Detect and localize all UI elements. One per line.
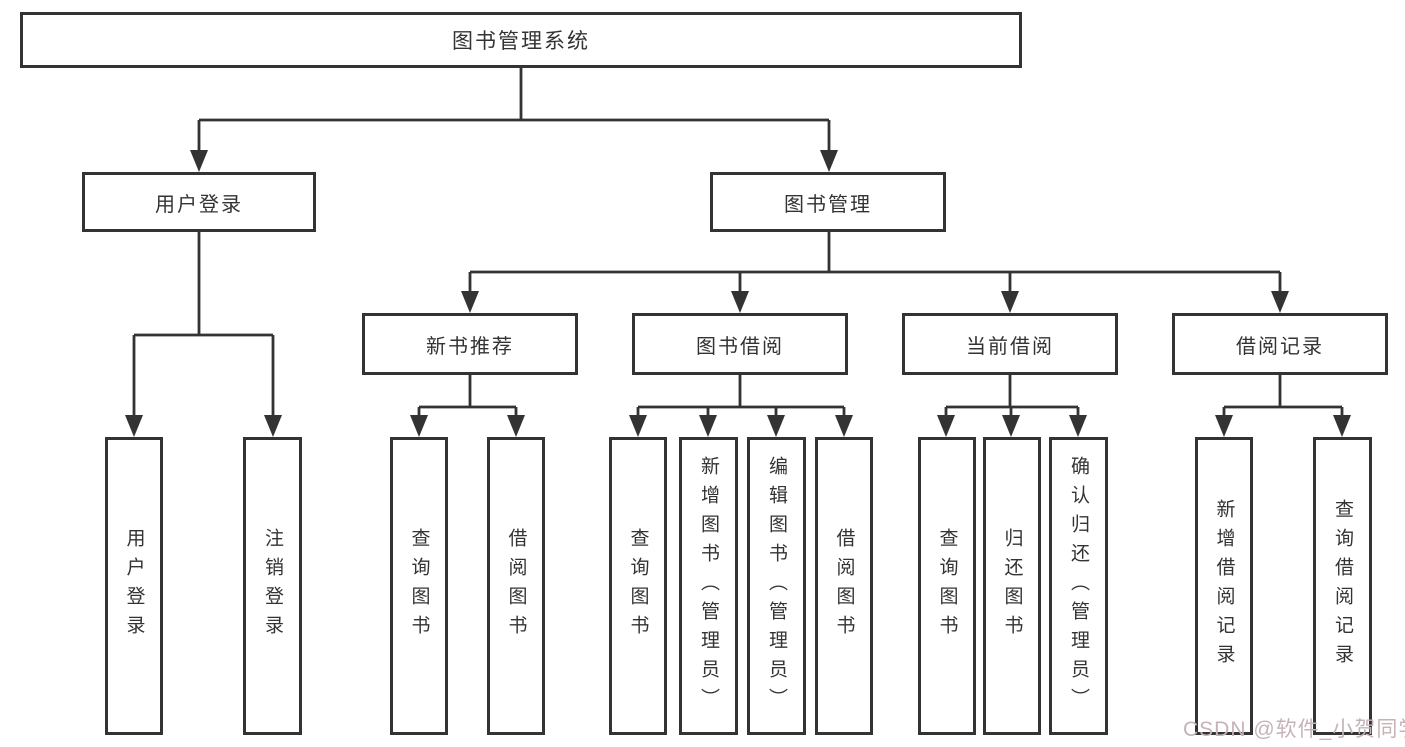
node-label: 确认归还（管理员） — [1068, 455, 1089, 717]
node-label: 用户登录 — [155, 193, 243, 216]
leaf-edit-book-admin: 编辑图书（管理员） — [747, 437, 806, 735]
node-book-borrow: 图书借阅 — [632, 313, 848, 375]
node-user-login: 用户登录 — [82, 172, 316, 232]
leaf-add-book-admin: 新增图书（管理员） — [679, 437, 738, 735]
csdn-watermark: CSDN @软件_小贺同学 — [1183, 718, 1405, 741]
node-label: 当前借阅 — [966, 335, 1054, 358]
node-library-management-system: 图书管理系统 — [20, 12, 1022, 68]
node-label: 注销登录 — [262, 528, 283, 644]
node-label: 借阅图书 — [505, 528, 527, 644]
leaf-borrow-books: 借阅图书 — [815, 437, 873, 735]
leaf-query-books-recommend: 查询图书 — [390, 437, 448, 735]
node-label: 查询借阅记录 — [1332, 499, 1353, 673]
node-label: 查询图书 — [936, 528, 958, 644]
node-label: 新书推荐 — [426, 335, 514, 358]
node-label: 编辑图书（管理员） — [766, 455, 787, 717]
node-borrow-records: 借阅记录 — [1172, 313, 1388, 375]
node-label: 新增借阅记录 — [1213, 499, 1235, 673]
node-label: 借阅图书 — [833, 528, 855, 644]
node-label: 用户登录 — [123, 528, 145, 644]
node-label: 图书借阅 — [696, 335, 784, 358]
arrowheads — [125, 150, 1351, 437]
node-current-borrow: 当前借阅 — [902, 313, 1118, 375]
leaf-logout: 注销登录 — [243, 437, 302, 735]
node-label: 新增图书（管理员） — [698, 455, 719, 717]
node-label: 借阅记录 — [1236, 335, 1324, 358]
leaf-confirm-return-admin: 确认归还（管理员） — [1049, 437, 1108, 735]
leaf-query-borrow-record: 查询借阅记录 — [1313, 437, 1372, 735]
leaf-query-books-borrow: 查询图书 — [609, 437, 667, 735]
node-label: 查询图书 — [408, 528, 430, 644]
leaf-return-books: 归还图书 — [983, 437, 1041, 735]
node-label: 归还图书 — [1001, 528, 1023, 644]
leaf-add-borrow-record: 新增借阅记录 — [1195, 437, 1253, 735]
node-label: 图书管理系统 — [452, 30, 590, 53]
leaf-borrow-books-recommend: 借阅图书 — [487, 437, 545, 735]
leaf-query-books-current: 查询图书 — [918, 437, 976, 735]
leaf-user-login: 用户登录 — [105, 437, 163, 735]
node-label: 图书管理 — [784, 193, 872, 216]
node-label: 查询图书 — [627, 528, 649, 644]
node-new-book-recommend: 新书推荐 — [362, 313, 578, 375]
node-book-management: 图书管理 — [710, 172, 946, 232]
